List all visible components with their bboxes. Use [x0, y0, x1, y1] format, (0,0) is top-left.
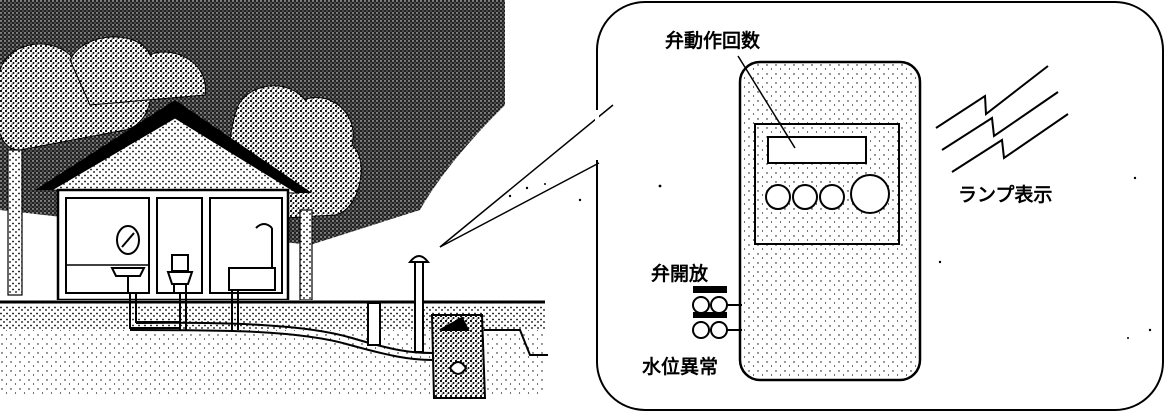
signal-waves-icon [935, 65, 1069, 173]
display-frame [754, 123, 900, 245]
toilet-icon [166, 254, 194, 294]
indicator-lamps [765, 174, 890, 214]
tree-trunks [7, 149, 313, 301]
lamp-1-icon [765, 184, 791, 210]
drain-pipes [129, 290, 433, 361]
counter-display [767, 136, 867, 164]
valve-operation-count-label: 弁動作回数 [665, 30, 761, 52]
control-panel-body [738, 60, 922, 382]
septic-tank [430, 314, 487, 399]
lamp-large-icon [850, 174, 890, 214]
washbasin-icon [110, 225, 146, 292]
bathtub-icon [228, 223, 276, 291]
valve-open-label: 弁開放 [651, 263, 709, 285]
water-level-alarm-label: 水位異常 [642, 356, 719, 378]
house-scene [0, 0, 548, 399]
valve-open-indicator [692, 286, 742, 314]
valve-count-leader [737, 55, 796, 149]
lamp-3-icon [819, 184, 845, 210]
lamp-2-icon [792, 184, 818, 210]
control-unit [692, 55, 922, 382]
water-alarm-indicator [692, 312, 742, 339]
vent-post [367, 302, 381, 346]
trees [0, 36, 362, 221]
outflow-pipe [484, 329, 548, 356]
lamp-display-label: ランプ表示 [958, 184, 1053, 206]
sensor-post [407, 255, 431, 353]
